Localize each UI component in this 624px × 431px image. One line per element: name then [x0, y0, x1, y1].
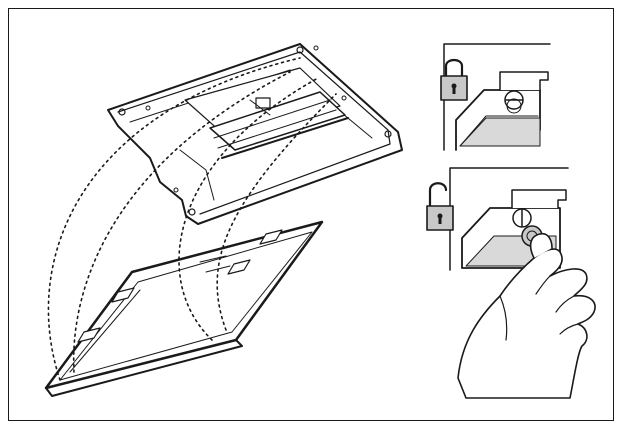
motion-path-arcs	[47, 57, 337, 381]
hand-illustration	[457, 232, 596, 399]
locked-detail-panel	[443, 43, 551, 151]
padlock-closed-icon	[440, 58, 468, 101]
grease-filter-panel	[44, 220, 324, 397]
padlock-open-icon	[426, 182, 454, 231]
hood-underside	[107, 43, 403, 225]
